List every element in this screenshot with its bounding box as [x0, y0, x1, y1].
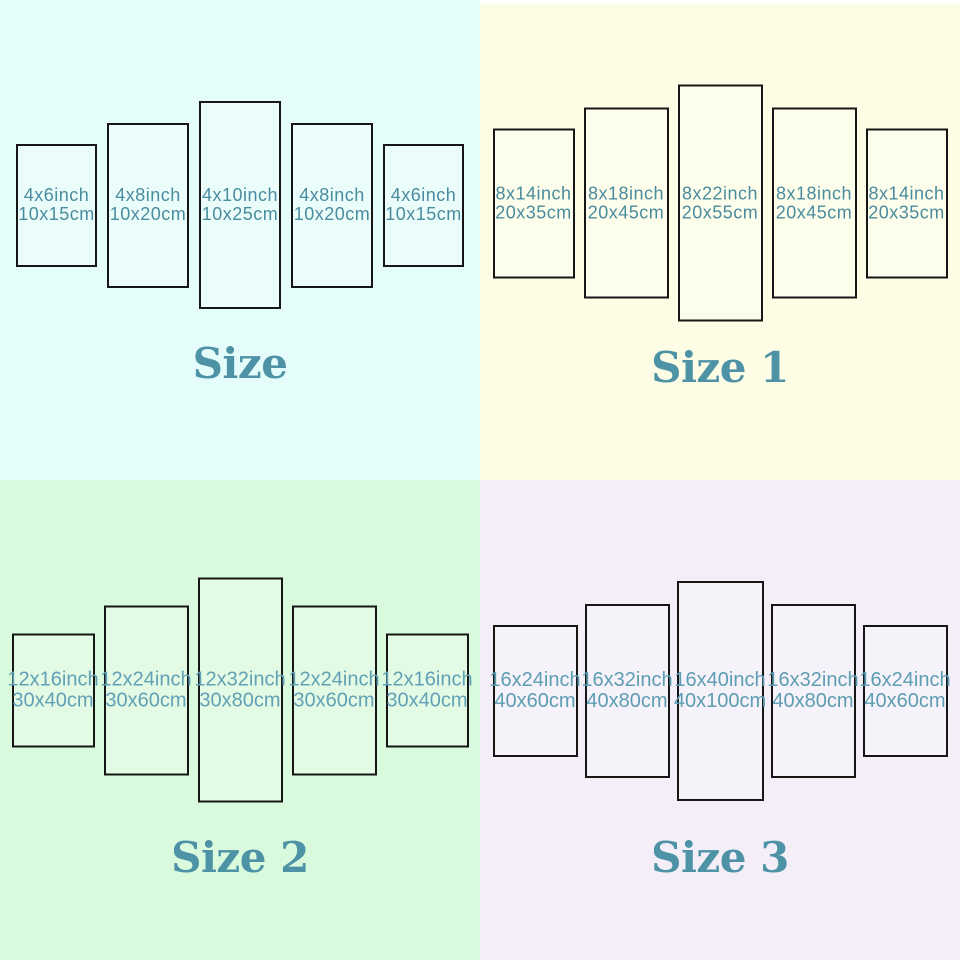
section-title: Size 1: [651, 343, 789, 392]
panel-rect: 12x24inch 30x60cm: [100, 605, 192, 775]
panel-size-cm: 20x45cm: [587, 202, 665, 222]
panel-rect: 8x22inch 20x55cm: [677, 84, 763, 322]
panel-size-inch: 4x8inch: [299, 185, 365, 205]
panel-rect: 4x6inch 10x15cm: [383, 143, 464, 267]
panel-size-inch: 8x14inch: [868, 183, 945, 203]
panel-size-inch: 12x16inch: [7, 668, 99, 690]
panel-size-cm: 40x60cm: [864, 690, 946, 712]
panel-rect: 12x16inch 30x40cm: [381, 633, 473, 747]
panel-size-cm: 20x35cm: [495, 202, 572, 222]
panel-size-inch: 12x16inch: [381, 668, 473, 690]
panel-size-cm: 20x45cm: [775, 202, 853, 222]
panel-rect: 4x8inch 10x20cm: [291, 122, 373, 288]
panel-size-inch: 4x10inch: [201, 185, 279, 205]
panel-size-inch: 8x14inch: [495, 183, 572, 203]
panel-rect: 8x14inch 20x35cm: [865, 128, 948, 278]
panel-rect: 16x24inch 40x60cm: [489, 625, 581, 757]
panel-size-cm: 30x40cm: [386, 689, 468, 711]
panel-size-cm: 40x80cm: [586, 690, 668, 712]
panel-size-inch: 12x24inch: [100, 668, 192, 690]
panel-size-inch: 16x40inch: [674, 669, 766, 691]
panel-rect: 4x8inch 10x20cm: [107, 122, 189, 288]
panel-size-inch: 4x6inch: [23, 185, 90, 205]
panel-rect: 8x18inch 20x45cm: [771, 107, 857, 299]
panel-size-cm: 10x25cm: [201, 204, 279, 224]
panel-rect: 16x32inch 40x80cm: [581, 604, 673, 778]
panel-size-inch: 4x6inch: [390, 185, 457, 205]
section-title: Size 2: [171, 833, 309, 882]
panel-rect: 16x24inch 40x60cm: [859, 625, 951, 757]
panel-size-cm: 10x20cm: [109, 204, 187, 224]
panel-size-inch: 8x22inch: [681, 183, 759, 203]
panel-row: 12x16inch 30x40cm 12x24inch 30x60cm 12x3…: [0, 577, 480, 803]
section-title: Size 3: [651, 833, 789, 882]
panel-size-cm: 20x35cm: [868, 202, 945, 222]
panel-size-cm: 40x100cm: [673, 690, 767, 712]
panel-size-cm: 10x20cm: [293, 204, 371, 224]
section-title: Size: [192, 339, 288, 388]
panel-size-cm: 30x40cm: [12, 689, 94, 711]
panel-size-cm: 30x60cm: [105, 689, 187, 711]
panel-rect: 12x32inch 30x80cm: [194, 577, 286, 803]
panel-rect: 4x6inch 10x15cm: [16, 143, 97, 267]
panel-size-inch: 16x32inch: [581, 669, 673, 691]
panel-size-inch: 8x18inch: [775, 183, 853, 203]
panel-rect: 8x18inch 20x45cm: [583, 107, 669, 299]
panel-size-inch: 12x24inch: [288, 668, 380, 690]
panel-size-inch: 16x24inch: [489, 669, 581, 691]
panel-size-inch: 16x24inch: [859, 669, 951, 691]
panel-size-cm: 30x80cm: [199, 689, 281, 711]
panel-size-inch: 8x18inch: [587, 183, 665, 203]
panel-row: 4x6inch 10x15cm 4x8inch 10x20cm 4x10inch…: [0, 101, 480, 309]
panel-size-cm: 30x60cm: [293, 689, 375, 711]
panel-rect: 4x10inch 10x25cm: [199, 101, 281, 309]
size-chart-section-size: 4x6inch 10x15cm 4x8inch 10x20cm 4x10inch…: [0, 0, 480, 480]
panel-size-cm: 10x15cm: [385, 204, 462, 224]
panel-row: 16x24inch 40x60cm 16x32inch 40x80cm 16x4…: [480, 581, 960, 801]
panel-rect: 16x32inch 40x80cm: [767, 604, 859, 778]
panel-rect: 8x14inch 20x35cm: [492, 128, 575, 278]
panel-rect: 12x16inch 30x40cm: [7, 633, 99, 747]
panel-size-inch: 12x32inch: [194, 668, 286, 690]
size-chart-section-size-1: 8x14inch 20x35cm 8x18inch 20x45cm 8x22in…: [480, 0, 960, 480]
panel-size-cm: 40x80cm: [772, 690, 854, 712]
size-chart-section-size-3: 16x24inch 40x60cm 16x32inch 40x80cm 16x4…: [480, 480, 960, 960]
panel-size-inch: 4x8inch: [115, 185, 181, 205]
panel-row: 8x14inch 20x35cm 8x18inch 20x45cm 8x22in…: [480, 84, 960, 322]
panel-size-cm: 40x60cm: [494, 690, 576, 712]
panel-size-cm: 10x15cm: [18, 204, 95, 224]
panel-rect: 12x24inch 30x60cm: [288, 605, 380, 775]
panel-rect: 16x40inch 40x100cm: [673, 581, 767, 801]
panel-size-cm: 20x55cm: [681, 202, 759, 222]
size-chart-section-size-2: 12x16inch 30x40cm 12x24inch 30x60cm 12x3…: [0, 480, 480, 960]
panel-size-inch: 16x32inch: [767, 669, 859, 691]
